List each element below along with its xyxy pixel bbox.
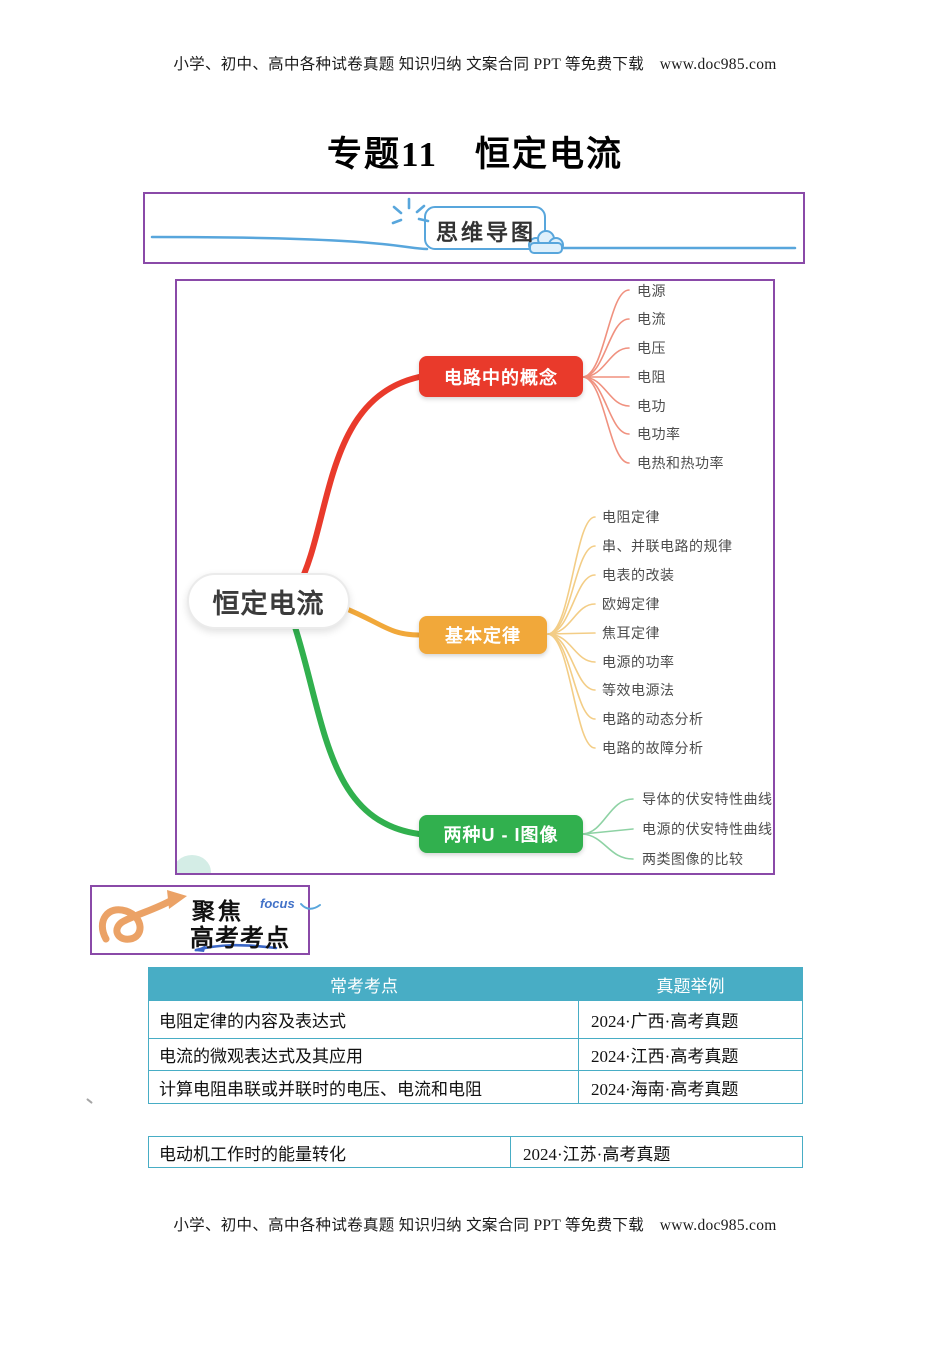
banner-left-line <box>150 235 429 251</box>
branch-line-yellow <box>339 604 422 638</box>
table-row: 计算电阻串联或并联时的电压、电流和电阻 2024·海南·高考真题 <box>149 1070 802 1103</box>
leaf-lines-red <box>582 289 630 464</box>
mindmap-figure: 恒定电流 电路中的概念 基本定律 两种U - I图像 电源 电流 电压 电阻 电… <box>175 279 775 875</box>
column-header-topic: 常考考点 <box>330 976 398 996</box>
topic-cell: 电流的微观表达式及其应用 <box>149 1039 579 1070</box>
mindmap-branch-laws: 基本定律 <box>419 616 547 654</box>
mindmap-leaf: 焦耳定律 <box>602 625 660 641</box>
mindmap-leaf: 电功 <box>637 398 666 414</box>
mindmap-leaf: 电流 <box>637 311 666 327</box>
badge-bottom-label: 高考考点 <box>190 925 290 952</box>
cloud-icon <box>528 230 564 254</box>
topic-cell: 电动机工作时的能量转化 <box>149 1137 511 1167</box>
mindmap-leaf: 电阻定律 <box>602 509 660 525</box>
mindmap-leaf: 串、并联电路的规律 <box>602 538 733 554</box>
leaf-lines-green <box>582 798 634 860</box>
mindmap-leaf: 电阻 <box>637 369 666 385</box>
underline-swoosh-icon <box>194 943 278 952</box>
banner-decoration <box>150 197 797 254</box>
mindmap-leaf: 电功率 <box>637 426 681 442</box>
table-header-row: 常考考点 真题举例 <box>149 968 802 1000</box>
exam-points-table: 常考考点 真题举例 电阻定律的内容及表达式 2024·广西·高考真题 电流的微观… <box>148 967 803 1104</box>
example-cell: 2024·广西·高考真题 <box>591 1012 739 1031</box>
mindmap-leaf: 等效电源法 <box>602 682 675 698</box>
mindmap-banner: 思维导图 <box>143 192 805 264</box>
mindmap-branch-graphs: 两种U - I图像 <box>419 815 583 853</box>
mindmap-root-node: 恒定电流 <box>187 573 350 629</box>
mindmap-leaf: 电压 <box>637 340 666 356</box>
mindmap-leaf: 电源的功率 <box>602 654 675 670</box>
branch-line-green <box>292 624 422 837</box>
focus-badge: 聚焦 focus 高考考点 <box>90 885 321 955</box>
page-title: 专题11 恒定电流 <box>326 135 624 174</box>
table-row: 电阻定律的内容及表达式 2024·广西·高考真题 <box>149 1000 802 1038</box>
mindmap-leaf: 欧姆定律 <box>602 596 660 612</box>
topic-cell: 计算电阻串联或并联时的电压、电流和电阻 <box>149 1071 579 1103</box>
topic-cell: 电阻定律的内容及表达式 <box>149 1001 579 1038</box>
mindmap-leaf: 电表的改装 <box>602 567 675 583</box>
mindmap-edges <box>292 289 634 860</box>
sparkle-icon <box>391 197 430 225</box>
page-header-text: 小学、初中、高中各种试卷真题 知识归纳 文案合同 PPT 等免费下载 www.d… <box>173 56 777 73</box>
mindmap-leaf: 电源的伏安特性曲线 <box>642 821 773 837</box>
example-cell: 2024·江苏·高考真题 <box>523 1144 671 1164</box>
page-footer-text: 小学、初中、高中各种试卷真题 知识归纳 文案合同 PPT 等免费下载 www.d… <box>173 1217 777 1234</box>
mindmap-leaf: 电热和热功率 <box>637 455 724 471</box>
banner-label: 思维导图 <box>436 220 537 245</box>
column-header-example: 真题举例 <box>656 976 725 996</box>
mindmap-leaf: 电源 <box>637 283 666 299</box>
leaf-lines-yellow <box>547 516 596 749</box>
branch-line-red <box>294 374 422 592</box>
mindmap-leaf: 两类图像的比较 <box>642 851 744 867</box>
smile-icon <box>300 903 321 910</box>
extra-exam-table: 电动机工作时的能量转化 2024·江苏·高考真题 <box>148 1136 803 1168</box>
table-row: 电流的微观表达式及其应用 2024·江西·高考真题 <box>149 1038 802 1070</box>
badge-focus-label: focus <box>260 896 295 911</box>
example-cell: 2024·江西·高考真题 <box>591 1047 739 1066</box>
mindmap-branch-concepts: 电路中的概念 <box>419 356 583 397</box>
margin-mark <box>86 1098 93 1104</box>
mindmap-leaf: 导体的伏安特性曲线 <box>642 791 773 807</box>
banner-label-frame <box>424 206 546 250</box>
mindmap-leaf: 电路的故障分析 <box>602 740 704 756</box>
corner-decoration <box>177 855 211 873</box>
example-cell: 2024·海南·高考真题 <box>591 1079 739 1099</box>
swirl-arrow-icon <box>98 890 187 943</box>
badge-top-label: 聚焦 <box>192 898 244 924</box>
mindmap-leaf: 电路的动态分析 <box>602 711 704 727</box>
